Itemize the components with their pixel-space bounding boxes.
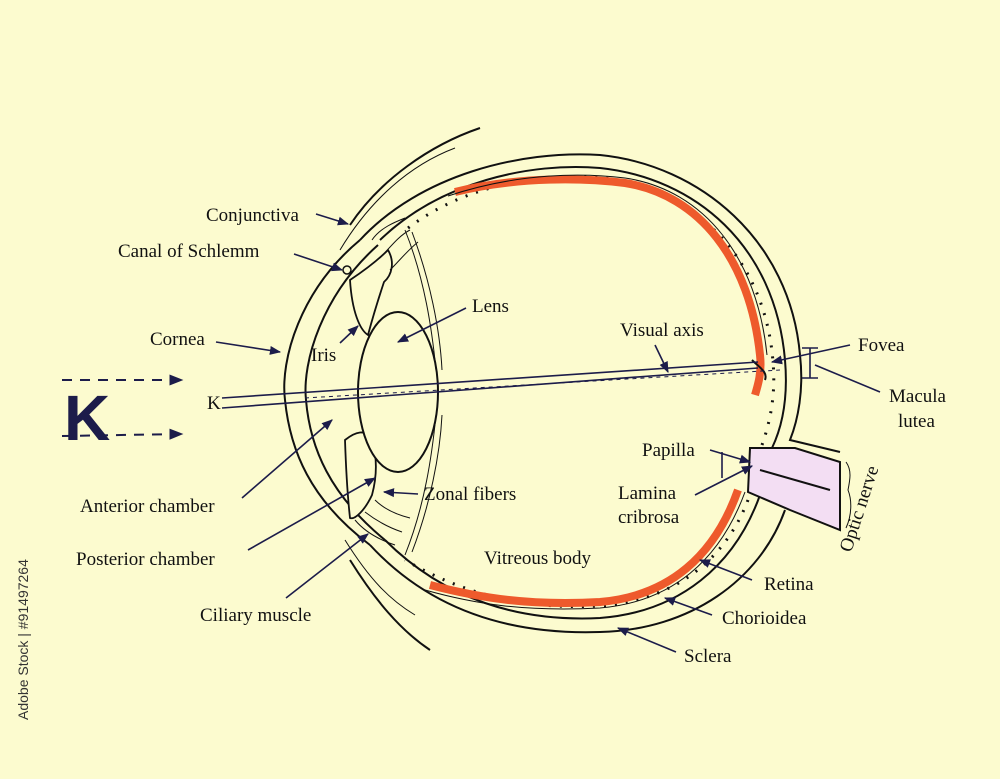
ciliary-upper (371, 217, 419, 271)
canal-circle (342, 265, 352, 275)
arrow-conjunctiva (315, 213, 350, 226)
label-retina: Retina (764, 574, 814, 595)
arrow-visual-axis (654, 344, 669, 374)
cornea-outer (283, 239, 371, 546)
arrow-papilla (709, 449, 752, 464)
arrow-sclera (616, 627, 677, 653)
arrow-cornea (215, 341, 282, 355)
ray-bottom (61, 428, 184, 440)
label-anterior-chamber: Anterior chamber (80, 496, 215, 517)
label-canal-of-schlemm: Canal of Schlemm (118, 241, 260, 262)
label-ciliary-muscle: Ciliary muscle (200, 605, 311, 626)
arrow-lens (396, 307, 467, 343)
label-vitreous-body: Vitreous body (484, 548, 592, 569)
label-macula: Macula (889, 386, 947, 407)
arrow-posterior (247, 477, 376, 551)
optic-nerve-sheath (759, 469, 831, 491)
arrow-ciliary (285, 533, 369, 599)
chorioidea-band (407, 175, 776, 446)
label-posterior-chamber: Posterior chamber (76, 549, 215, 570)
label-cribrosa: cribrosa (618, 507, 680, 528)
ciliary-lower (354, 499, 411, 546)
label-visual-axis: Visual axis (620, 320, 704, 341)
arrow-macula (814, 364, 881, 393)
big-letter-k: K (64, 382, 110, 454)
upper-lid-line-2 (339, 147, 456, 251)
label-conjunctiva: Conjunctiva (206, 205, 299, 226)
label-papilla: Papilla (642, 440, 695, 461)
zonal-fibers (404, 229, 443, 556)
retina-outline-lower (424, 491, 746, 610)
optic-nerve-brace (845, 461, 852, 529)
retina-lower (428, 488, 742, 607)
label-lutea: lutea (898, 411, 935, 432)
label-fovea: Fovea (858, 335, 905, 356)
label-iris: Iris (311, 345, 336, 366)
cornea-inner (304, 244, 386, 541)
arrow-iris (339, 325, 359, 344)
lower-lid-line (349, 559, 431, 651)
arrow-anterior (241, 419, 333, 499)
label-lamina: Lamina (618, 483, 677, 504)
label-optic-nerve: Optic nerve (836, 463, 884, 554)
arrow-canal (293, 253, 344, 272)
arrow-retina (698, 559, 753, 581)
retina-upper (454, 175, 765, 397)
upper-lid-line (349, 127, 481, 226)
label-k-small: K (207, 393, 221, 414)
iris-upper (349, 248, 393, 337)
label-chorioidea: Chorioidea (722, 608, 807, 629)
label-lens: Lens (472, 296, 509, 317)
arrow-zonal (382, 488, 419, 498)
axis-line-1 (221, 361, 759, 399)
stock-id: Adobe Stock | #91497264 (15, 559, 31, 720)
arrow-fovea (770, 344, 851, 365)
label-cornea: Cornea (150, 329, 205, 350)
optic-nerve (746, 447, 841, 532)
axis-line-2 (221, 367, 759, 409)
retina-outline-upper (447, 174, 768, 356)
label-zonal-fibers: Zonal fibers (424, 484, 516, 505)
lower-lid-line-2 (344, 539, 416, 616)
label-sclera: Sclera (684, 646, 732, 667)
sclera-outer (359, 153, 841, 634)
arrow-lamina (694, 465, 753, 496)
arrow-chorioidea (663, 597, 713, 616)
